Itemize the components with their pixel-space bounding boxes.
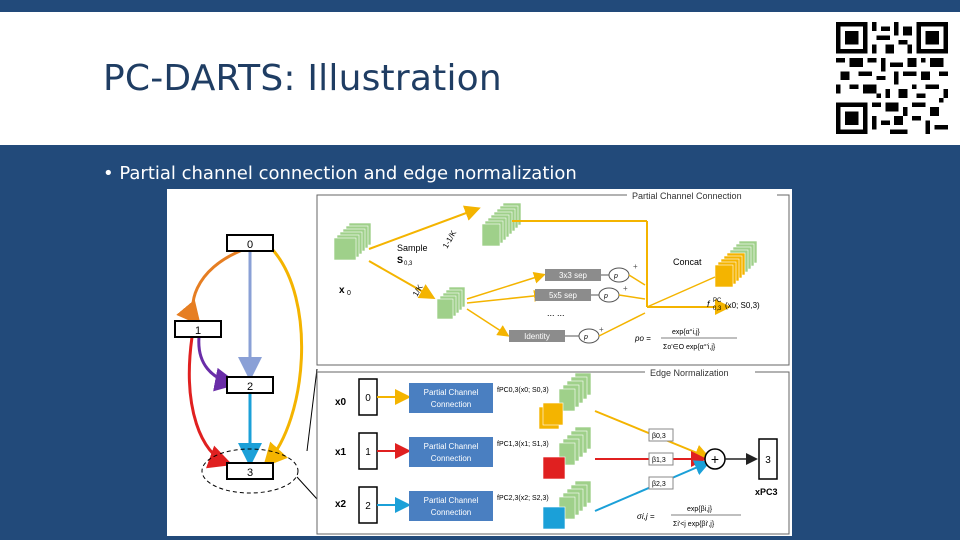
en-box-0-line2: Connection [431, 400, 471, 409]
beta-eq-lhs: σi,j = [637, 512, 655, 521]
en-box-0-line1: Partial Channel [424, 388, 479, 397]
softmax-num: exp{α°i,j} [672, 328, 701, 336]
op-3x3-sep [545, 269, 601, 281]
en-panel: Edge Normalization x0 x1 x2 0 1 2 Partia… [316, 366, 790, 535]
dag-node-3-label: 3 [247, 467, 253, 479]
beta-1: β1,3 [652, 457, 666, 464]
sample-label: Sample [397, 243, 428, 253]
softmax-den: Σo'∈O exp{α°'i,j} [663, 343, 716, 351]
en-input-num-2: 2 [365, 501, 371, 512]
op-weight-3: p [583, 334, 588, 341]
pcdarts-figure: 0 1 2 3 Partial Channel Connection x 0 S… [167, 189, 792, 536]
pc-x0-sub: 0 [347, 290, 351, 297]
sample-sub: S [397, 255, 403, 265]
bullet-text: • Partial channel connection and edge no… [103, 163, 577, 184]
en-fn-1: fPC1,3(x1; S1,3) [497, 441, 549, 448]
en-fn-2: fPC2,3(x2; S2,3) [497, 495, 549, 502]
dag-node-2-label: 2 [247, 381, 253, 393]
en-input-num-1: 1 [365, 447, 371, 458]
beta-0: β0,3 [652, 433, 666, 440]
beta-eq-num: exp{βi,j} [687, 506, 713, 513]
op-weight-1: p [613, 273, 618, 280]
dag-node-1-label: 1 [195, 325, 201, 337]
svg-text:+: + [599, 325, 604, 334]
cell-dag: 0 1 2 3 [174, 234, 318, 500]
dag-node-0 [226, 234, 274, 252]
sum-symbol: + [711, 451, 719, 467]
en-output-label: xPC3 [755, 487, 778, 497]
op-identity [509, 330, 565, 342]
svg-text:+: + [623, 284, 628, 293]
op-5x5-sep [535, 289, 591, 301]
top-accent-bar [0, 0, 960, 12]
en-box-2-line1: Partial Channel [424, 496, 479, 505]
en-box-1-line1: Partial Channel [424, 442, 479, 451]
op-ellipsis: ... ... [547, 308, 565, 318]
concat-label: Concat [673, 257, 702, 267]
dag-node-3 [226, 462, 274, 480]
pc-panel: Partial Channel Connection x 0 Sample S … [316, 189, 790, 366]
svg-text:+: + [633, 262, 638, 271]
en-panel-title: Edge Normalization [650, 368, 729, 378]
pc-output-f: f [707, 299, 711, 309]
dag-node-2 [226, 376, 274, 394]
en-fn-0: fPC0,3(x0; S0,3) [497, 387, 549, 394]
op-5x5-label: 5x5 sep [549, 291, 578, 300]
beta-2: β2,3 [652, 481, 666, 488]
en-input-x2: x2 [335, 499, 347, 510]
pc-output-sup: PC [713, 298, 722, 304]
dag-node-0-label: 0 [247, 239, 253, 251]
softmax-lhs: po = [634, 334, 651, 343]
en-output-node-label: 3 [765, 455, 771, 466]
en-box-2-line2: Connection [431, 508, 471, 517]
op-3x3-label: 3x3 sep [559, 271, 588, 280]
en-input-x0: x0 [335, 397, 347, 408]
pc-x0-label: x [339, 285, 345, 296]
qr-code-icon [836, 22, 948, 134]
bullet-label: Partial channel connection and edge norm… [119, 163, 577, 184]
sample-sub-idx: 0,3 [404, 261, 413, 267]
en-output-node [758, 438, 778, 480]
en-input-num-0: 0 [365, 393, 371, 404]
op-weight-2: p [603, 293, 608, 300]
dag-node-1 [174, 320, 222, 338]
en-input-x1: x1 [335, 447, 347, 458]
pc-panel-title: Partial Channel Connection [632, 191, 742, 201]
title-band [0, 12, 960, 145]
pc-output-sub: 0,3 [713, 306, 722, 312]
en-box-1-line2: Connection [431, 454, 471, 463]
beta-eq-den: Σi'<j exp{βi',j} [673, 521, 715, 528]
slide-title: PC-DARTS: Illustration [103, 58, 502, 99]
pc-output-args: (x0; S0,3) [725, 301, 760, 310]
op-identity-label: Identity [524, 332, 550, 341]
